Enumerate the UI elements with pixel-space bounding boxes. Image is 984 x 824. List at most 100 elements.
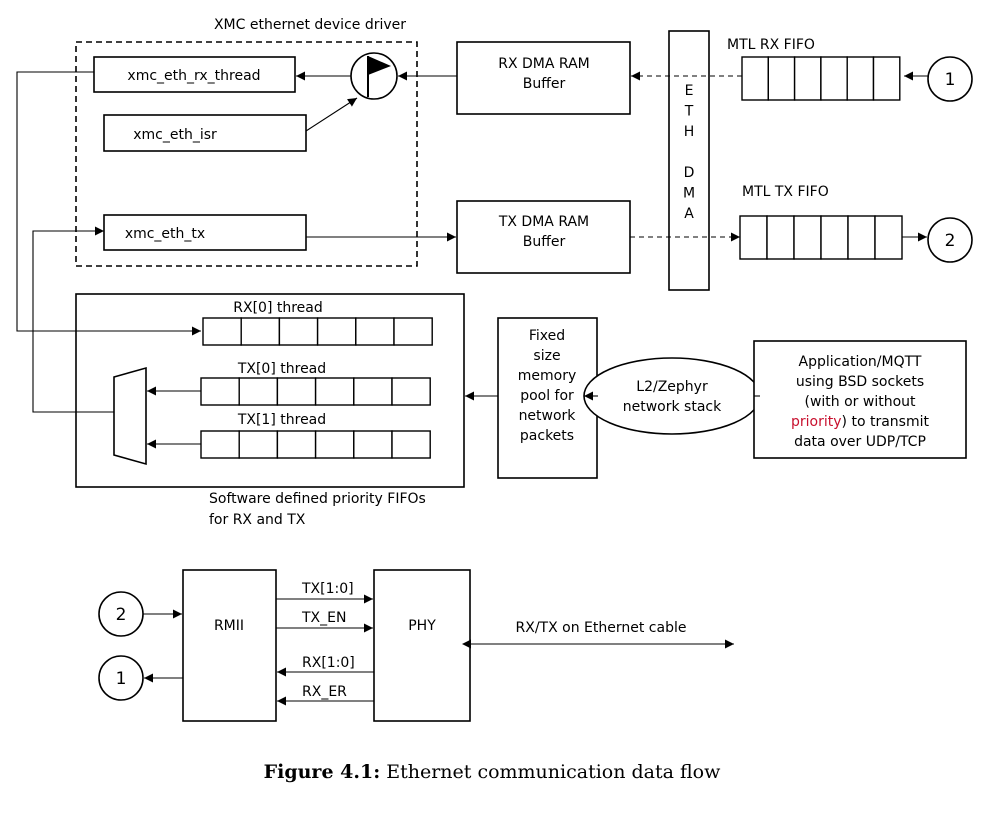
- fifo-cell: [847, 215, 876, 260]
- cable-label: RX/TX on Ethernet cable: [516, 620, 687, 636]
- fifo-cell: [793, 215, 822, 260]
- tx1-thread-label: TX[1] thread: [237, 412, 326, 428]
- fifo-cell: [278, 317, 319, 346]
- driver-group-border: [75, 41, 418, 267]
- flag-icon: [350, 52, 398, 100]
- fifo-cell: [276, 430, 317, 459]
- priority-fifos-caption-line2: for RX and TX: [209, 512, 306, 528]
- fifo-cell: [314, 430, 355, 459]
- figure-title: Ethernet communication data flow: [386, 761, 721, 783]
- tx-dma-buffer-line2: Buffer: [523, 234, 566, 250]
- isr-box: [103, 114, 307, 152]
- connector-1-bottom-label: 1: [116, 669, 127, 689]
- connector-1-top-label: 1: [945, 70, 956, 90]
- figure-number: Figure 4.1:: [264, 761, 381, 783]
- rx-er-label: RX_ER: [302, 684, 347, 700]
- memory-pool-line: memory: [518, 368, 577, 384]
- fifo-cell: [200, 430, 240, 459]
- tx-en-label: TX_EN: [301, 610, 346, 626]
- rmii-label: RMII: [214, 618, 244, 634]
- rx-thread-label: xmc_eth_rx_thread: [127, 68, 260, 84]
- connectors-lower: [143, 594, 734, 706]
- fifo-cell: [276, 377, 317, 406]
- fifo-cell: [741, 56, 769, 101]
- connector-1-top: [927, 56, 973, 102]
- rx-dma-buffer-line1: RX DMA RAM: [498, 56, 589, 72]
- application-line4: priority) to transmit: [791, 414, 929, 430]
- phy-label: PHY: [408, 618, 436, 634]
- fifo-cell: [793, 56, 822, 101]
- rx-dma-buffer-box: [456, 41, 631, 115]
- tx1-thread-fifo: [200, 430, 431, 459]
- application-line1: Application/MQTT: [799, 354, 922, 370]
- priority-highlight: priority: [791, 414, 842, 430]
- fifo-cell: [355, 317, 395, 346]
- eth-dma-letter: A: [684, 206, 694, 222]
- fifo-cell: [314, 377, 355, 406]
- eth-dma-letter: H: [684, 124, 695, 140]
- fifo-cell: [846, 56, 875, 101]
- connector-2-top: [927, 217, 973, 263]
- fifo-cell: [240, 317, 281, 346]
- fifo-cell: [200, 377, 240, 406]
- fifo-cell: [393, 317, 433, 346]
- priority-fifos-caption-line1: Software defined priority FIFOs: [209, 491, 426, 507]
- application-line2: using BSD sockets: [796, 374, 924, 390]
- network-stack-line1: L2/Zephyr: [636, 379, 708, 395]
- application-line5: data over UDP/TCP: [794, 434, 926, 450]
- phy-box: [373, 569, 471, 722]
- fifo-cell: [739, 215, 768, 260]
- fifo-cell: [872, 56, 901, 101]
- tx-dma-buffer-box: [456, 200, 631, 274]
- rx0-thread-fifo: [202, 317, 433, 346]
- application-line3: (with or without: [804, 394, 916, 410]
- rx0-thread-label: RX[0] thread: [233, 300, 323, 316]
- rx-dma-buffer-line2: Buffer: [523, 76, 566, 92]
- connectors-upper: [16, 71, 928, 449]
- tx0-thread-label: TX[0] thread: [237, 361, 326, 377]
- fifo-cell: [766, 215, 795, 260]
- eth-dma-letter: E: [685, 83, 694, 99]
- tx0-thread-fifo: [200, 377, 431, 406]
- fifo-cell: [238, 377, 279, 406]
- fifo-cell: [353, 377, 393, 406]
- tx-label: xmc_eth_tx: [125, 226, 205, 242]
- mtl-tx-fifo-label: MTL TX FIFO: [742, 184, 829, 200]
- eth-dma-letter: T: [684, 104, 694, 120]
- fifo-cell: [820, 215, 849, 260]
- driver-group-label: XMC ethernet device driver: [214, 17, 406, 33]
- fifo-cell: [874, 215, 903, 260]
- fifo-cell: [391, 377, 431, 406]
- rx-bus-label: RX[1:0]: [302, 655, 355, 671]
- memory-pool-line: network: [519, 408, 577, 424]
- fifo-cell: [767, 56, 796, 101]
- fifo-cell: [820, 56, 848, 101]
- fifo-cell: [391, 430, 431, 459]
- application-box: [753, 340, 967, 459]
- fifo-cell: [316, 317, 357, 346]
- eth-dma-letter: D: [684, 165, 695, 181]
- isr-label: xmc_eth_isr: [133, 127, 217, 143]
- tx-bus-label: TX[1:0]: [301, 581, 354, 597]
- connector-2-top-label: 2: [945, 231, 956, 251]
- mtl-rx-fifo: [741, 56, 901, 101]
- mtl-rx-fifo-label: MTL RX FIFO: [727, 37, 815, 53]
- network-stack-line2: network stack: [623, 399, 722, 415]
- tx-priority-mux: [113, 366, 147, 466]
- tx-dma-buffer-line1: TX DMA RAM: [498, 214, 589, 230]
- memory-pool-line: pool for: [520, 388, 574, 404]
- eth-dma-box: [668, 30, 710, 291]
- eth-dma-label: ETH DMA: [683, 83, 695, 222]
- memory-pool-box: [497, 317, 598, 479]
- eth-dma-letter: M: [683, 186, 695, 202]
- fifo-cell: [353, 430, 393, 459]
- figure-caption: Figure 4.1:Ethernet communication data f…: [264, 761, 721, 783]
- fifo-cell: [202, 317, 242, 346]
- rx-thread-box: [93, 56, 296, 93]
- application-line4-rest: ) to transmit: [842, 414, 930, 430]
- memory-pool-line: packets: [520, 428, 574, 444]
- tx-box: [103, 214, 307, 251]
- memory-pool-line: Fixed: [529, 328, 565, 344]
